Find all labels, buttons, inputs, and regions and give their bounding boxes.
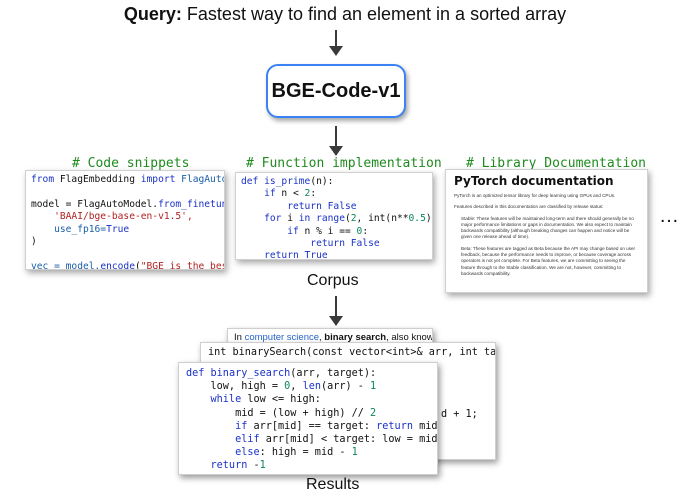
- code-text: (arr) -: [320, 381, 371, 393]
- function-implementation-box: def is_prime(n): if n < 2: return False …: [235, 172, 433, 260]
- snippet-text: model = FlagAutoModel.: [31, 198, 159, 210]
- code-keyword: in: [298, 213, 311, 225]
- code-keyword: if: [241, 188, 276, 200]
- arrow-corpus-to-results: [329, 296, 343, 326]
- code-text: arr[mid] == target:: [247, 420, 377, 432]
- code-keyword: while: [186, 394, 242, 406]
- model-box: BGE-Code-v1: [266, 64, 406, 118]
- code-keyword: return: [241, 200, 322, 212]
- code-text: low, high =: [186, 381, 285, 393]
- section-title-function-implementation: # Function implementation: [246, 156, 442, 171]
- code-number: 0.5: [408, 213, 426, 225]
- code-text: (: [344, 213, 351, 225]
- result-text: , also known as: [386, 332, 433, 343]
- code-number: 1: [370, 381, 377, 393]
- documentation-paragraph: Features described in this documentation…: [454, 204, 604, 210]
- code-text: -: [247, 460, 260, 472]
- code-keyword: False: [321, 200, 357, 212]
- code-number: 2: [350, 213, 357, 225]
- documentation-paragraph: Beta: These features are tagged as Beta …: [461, 245, 636, 276]
- result-card-python: def binary_search(arr, target): low, hig…: [178, 362, 438, 475]
- code-number: 0: [356, 225, 363, 237]
- snippet-text: (: [134, 260, 141, 270]
- snippet-text: ): [31, 236, 37, 248]
- code-keyword: elif: [186, 434, 260, 446]
- code-keyword: def: [241, 176, 259, 187]
- documentation-title: PyTorch documentation: [454, 174, 614, 188]
- code-keyword: def: [186, 368, 205, 379]
- code-number: 2: [304, 188, 311, 200]
- snippet-function: from_finetuned: [158, 198, 224, 210]
- code-text: mid: [412, 420, 438, 432]
- code-keyword: if: [241, 225, 299, 237]
- code-snippet-box: from FlagEmbedding import FlagAutoModel …: [25, 170, 225, 270]
- code-function: is_prime: [258, 176, 311, 187]
- snippet-text: FlagAutoModel: [181, 174, 224, 185]
- code-keyword: return: [376, 420, 413, 432]
- result-text: ,: [319, 332, 325, 343]
- code-text: arr[mid] < target: low = mid +: [259, 434, 438, 446]
- documentation-paragraph: Stable: These features will be maintaine…: [461, 215, 634, 240]
- query-text: Fastest way to find an element in a sort…: [186, 4, 567, 24]
- code-keyword: else: [186, 447, 260, 459]
- code-function: len: [302, 381, 321, 393]
- python-code: def binary_search(arr, target): low, hig…: [179, 363, 438, 474]
- library-documentation-box: PyTorch documentation PyTorch is an opti…: [445, 169, 648, 293]
- section-title-code-snippets: # Code snippets: [72, 156, 190, 171]
- snippet-text: use_fp16=: [31, 223, 107, 235]
- snippet-string: 'BAAI/bge-base-en-v1.5',: [31, 211, 193, 223]
- snippet-keyword: import: [140, 174, 176, 185]
- result-text-line: In computer science, binary search, also…: [228, 329, 432, 346]
- code-text: :: [310, 188, 317, 200]
- code-text: (arr, target):: [290, 368, 377, 379]
- arrow-model-to-corpus: [329, 126, 343, 156]
- code-number: 0: [284, 381, 291, 393]
- code-keyword: return: [241, 238, 345, 250]
- snippet-text: FlagEmbedding: [54, 174, 141, 185]
- code-keyword: True: [298, 250, 328, 260]
- documentation-paragraph: PyTorch is an optimized tensor library f…: [454, 193, 616, 198]
- code-keyword: for: [241, 213, 282, 225]
- code-text: n <: [275, 188, 305, 200]
- corpus-label: Corpus: [307, 272, 359, 289]
- result-link: computer science: [244, 332, 320, 343]
- code-function: range: [310, 213, 345, 225]
- code-number: 2: [370, 407, 377, 419]
- result-bold: binary search: [324, 332, 387, 343]
- query-line: Query: Fastest way to find an element in…: [0, 4, 690, 25]
- cpp-tail: d + 1;: [441, 409, 478, 420]
- cpp-signature: int binarySearch(const vector<int>& arr,…: [208, 347, 496, 358]
- model-name: BGE-Code-v1: [271, 79, 401, 102]
- snippet-function: encode: [100, 260, 135, 270]
- results-label: Results: [306, 476, 360, 493]
- code-text: (n):: [310, 176, 334, 187]
- code-keyword: False: [344, 238, 380, 250]
- result-text: In: [234, 332, 245, 343]
- code-keyword: return: [186, 460, 248, 472]
- code-number: 1: [351, 447, 358, 459]
- code-text: ) +: [425, 213, 432, 225]
- snippet-text: vec = model.: [31, 260, 101, 270]
- code-text: low <= high:: [241, 394, 321, 406]
- code-text: , int(n**: [356, 213, 409, 225]
- code-text: :: [362, 225, 369, 237]
- snippet-keyword: from: [31, 174, 55, 185]
- code-text: ,: [290, 381, 303, 393]
- code-keyword: if: [186, 420, 248, 432]
- arrow-query-to-model: [329, 30, 343, 56]
- code-text: i: [281, 213, 299, 225]
- snippet-keyword: True: [106, 223, 130, 235]
- query-label: Query:: [123, 4, 182, 24]
- code-number: 1: [259, 460, 266, 472]
- snippet-string: "BGE is the best": [140, 260, 224, 270]
- code-text: n % i ==: [298, 225, 357, 237]
- section-title-library-documentation: # Library Documentation: [466, 156, 647, 171]
- code-text: mid = (low + high) //: [186, 407, 371, 419]
- code-keyword: return: [241, 250, 299, 260]
- more-ellipsis: …: [659, 205, 680, 227]
- code-text: : high = mid -: [259, 447, 352, 459]
- code-function: binary_search: [204, 368, 291, 379]
